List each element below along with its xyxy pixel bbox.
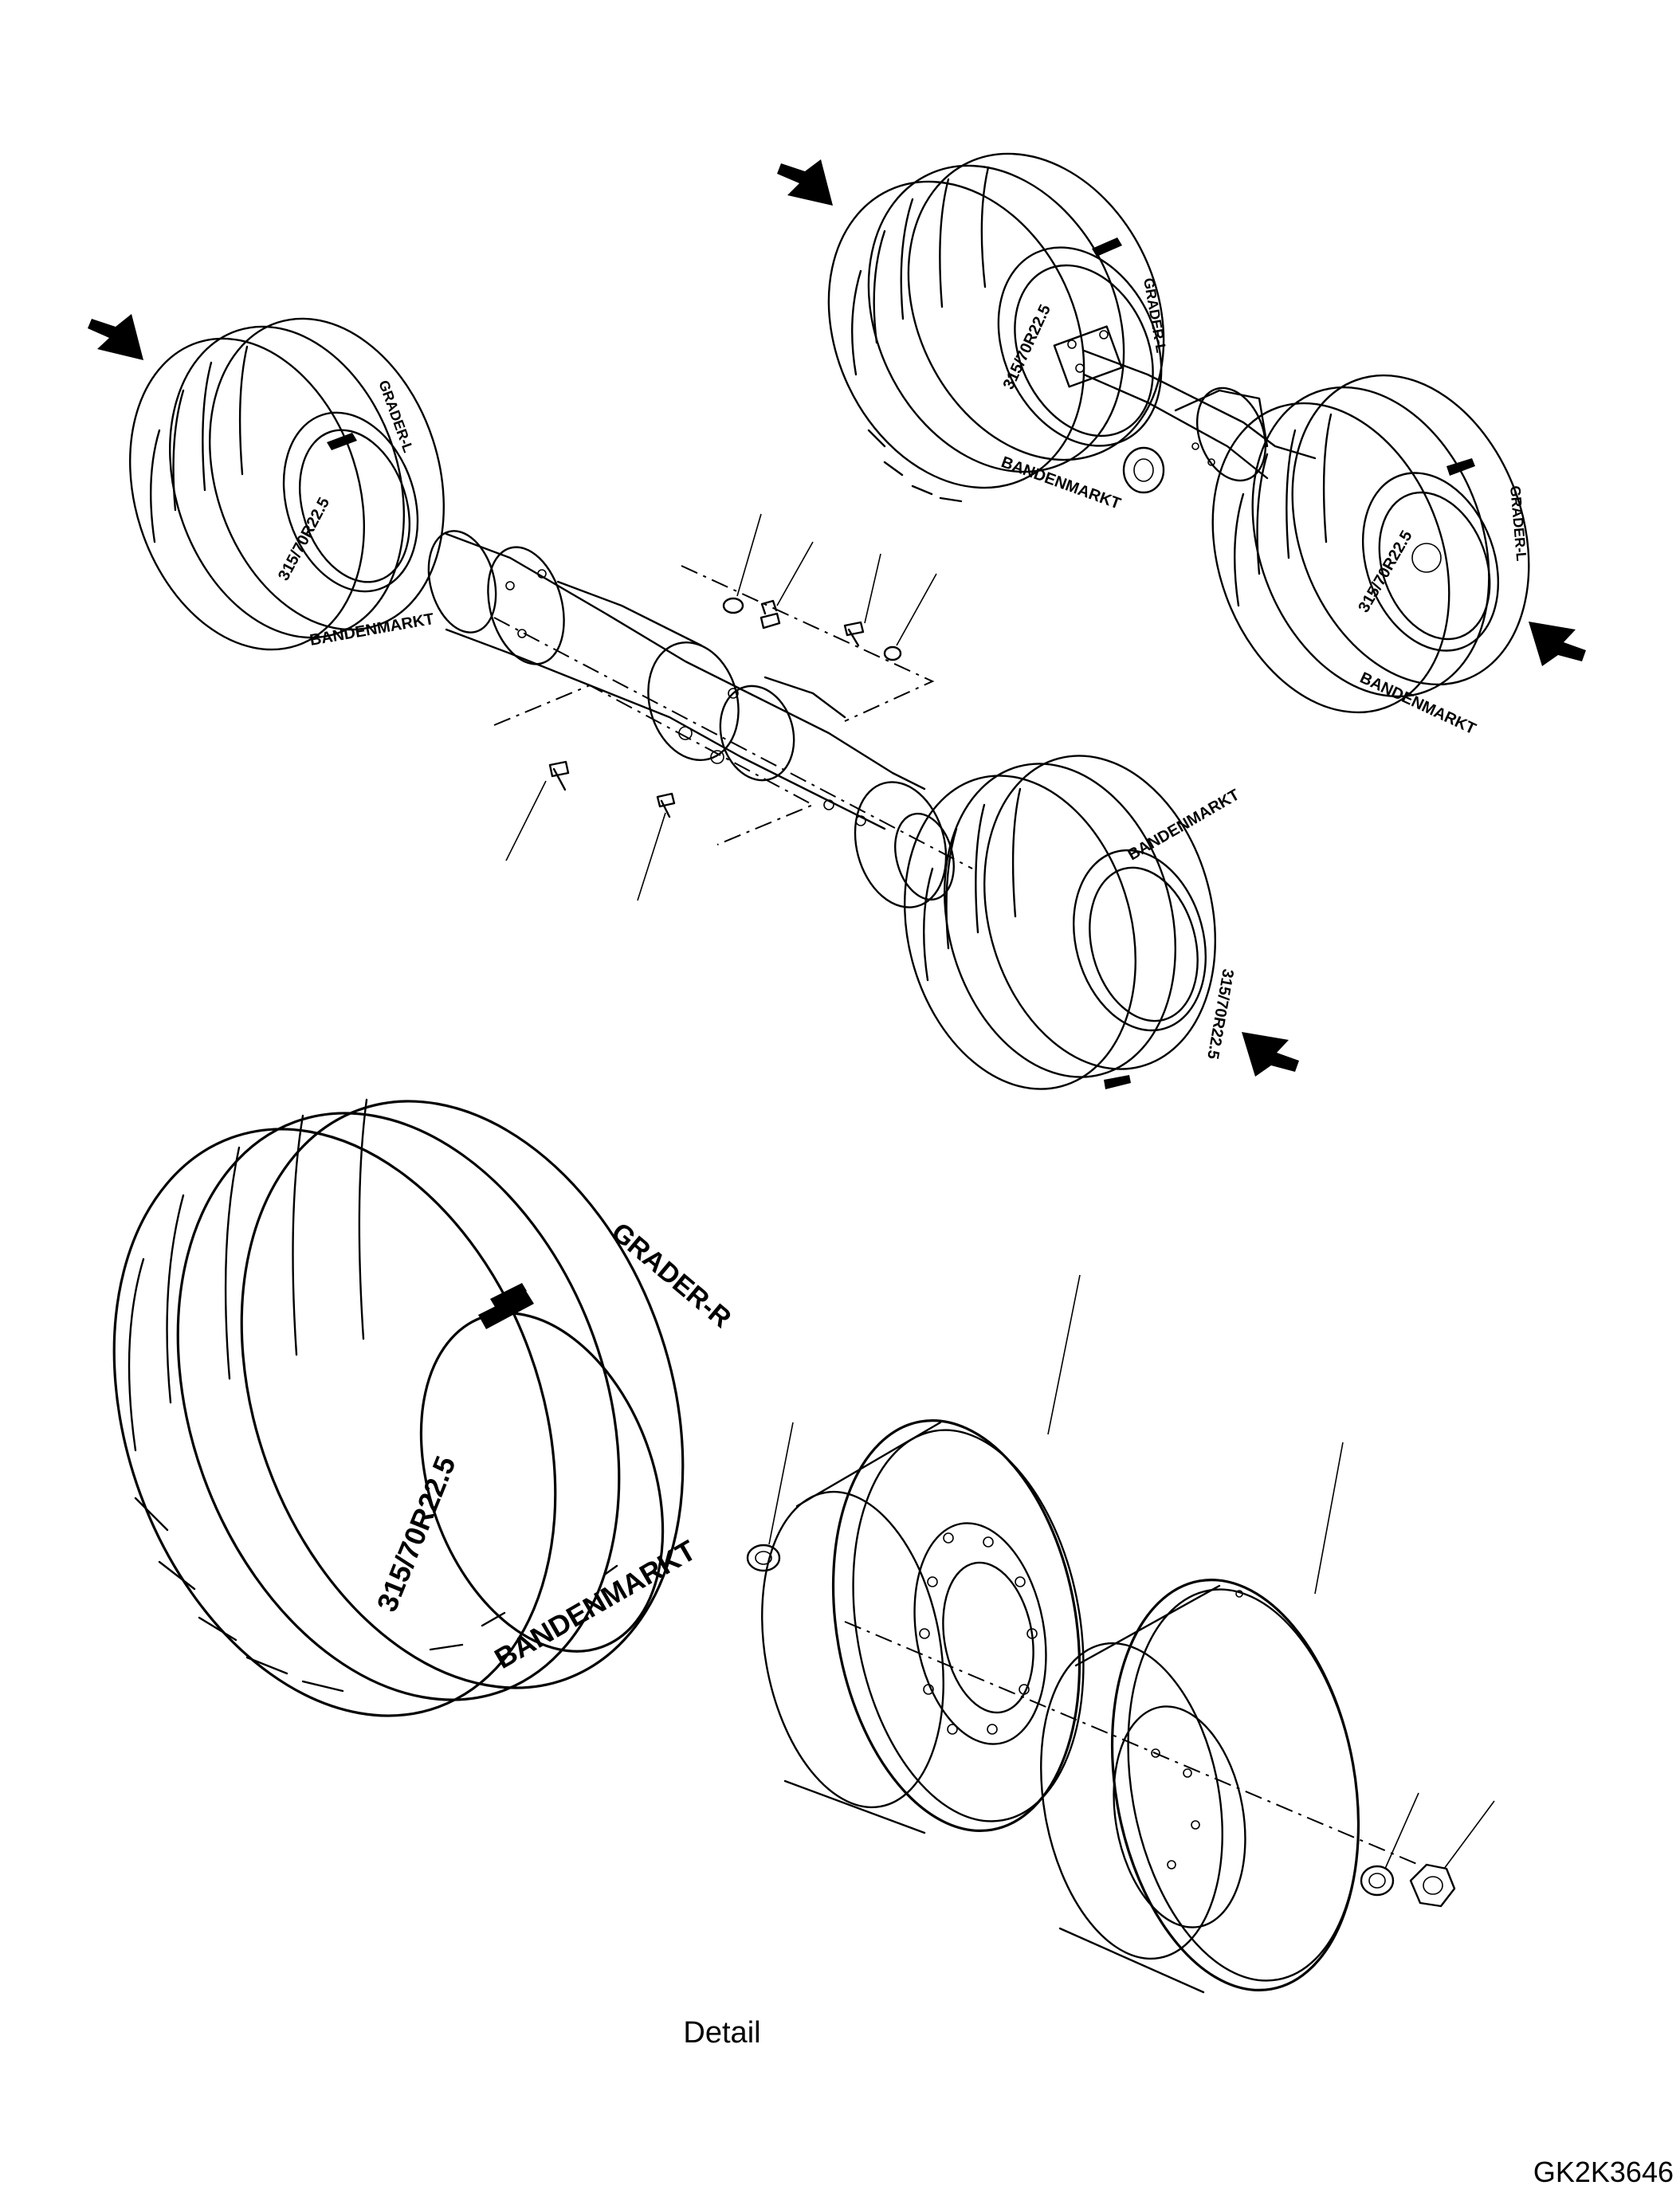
valve-washer	[746, 1544, 781, 1572]
tire-brand-marking: BANDENMARKT	[1357, 669, 1478, 739]
washer	[883, 645, 902, 661]
tire-size-marking: 315/70R22.5	[1355, 528, 1415, 615]
tire-size-marking: 315/70R22.5	[275, 495, 333, 583]
arrow-front-right	[1242, 1032, 1299, 1077]
tire-side-marking: GRADER-R	[606, 1217, 737, 1334]
arrow-front-left	[88, 314, 143, 360]
detail-tire: GRADER-R 315/70R22.5 BANDENMARKT	[112, 1098, 737, 1717]
arrow-rear-right	[1529, 622, 1586, 666]
front-axle-housing	[427, 530, 973, 908]
tire-brand-marking: BANDENMARKT	[999, 453, 1123, 513]
tire-front-left: 315/70R22.5 BANDENMARKT GRADER-L	[129, 317, 445, 651]
arrow-rear-left	[777, 159, 833, 206]
tire-front-right: BANDENMARKT 315/70R22.5	[904, 755, 1243, 1090]
tire-side-marking: GRADER-L	[1507, 485, 1529, 562]
front-axle-assembly: 315/70R22.5 BANDENMARKT GRADER-L	[88, 314, 1299, 1090]
bolt	[843, 621, 865, 647]
tire-brand-marking: BANDENMARKT	[489, 1533, 701, 1674]
washer	[722, 597, 744, 614]
rim-outer-half	[761, 1274, 1085, 1834]
tire-brand-marking: BANDENMARKT	[1125, 786, 1243, 864]
tire-size-marking: 315/70R22.5	[370, 1451, 461, 1616]
rim-inner-half	[1040, 1442, 1360, 1994]
lug-washer	[1360, 1792, 1419, 1897]
tire-rear-right: 315/70R22.5 BANDENMARKT GRADER-L	[1211, 374, 1530, 739]
bolt	[656, 792, 676, 818]
tire-size-marking: 315/70R22.5	[1203, 967, 1237, 1061]
bolt	[760, 599, 781, 630]
bolt	[548, 760, 570, 791]
axle-mounting-hardware	[493, 513, 937, 901]
tire-brand-marking: BANDENMARKT	[308, 610, 435, 649]
drawing-code: GK2K3646	[1533, 2156, 1674, 2188]
tire-rear-left: 315/70R22.5 BANDENMARKT GRADER-L	[827, 152, 1169, 513]
wheel-detail: GRADER-R 315/70R22.5 BANDENMARKT	[112, 1098, 1495, 2050]
lug-nut	[1409, 1800, 1495, 1908]
tire-side-marking: GRADER-L	[1140, 277, 1169, 354]
rear-axle-assembly: 315/70R22.5 BANDENMARKT GRADER-L	[777, 152, 1586, 739]
rear-axle-housing	[1053, 325, 1317, 494]
detail-label: Detail	[683, 2016, 760, 2050]
